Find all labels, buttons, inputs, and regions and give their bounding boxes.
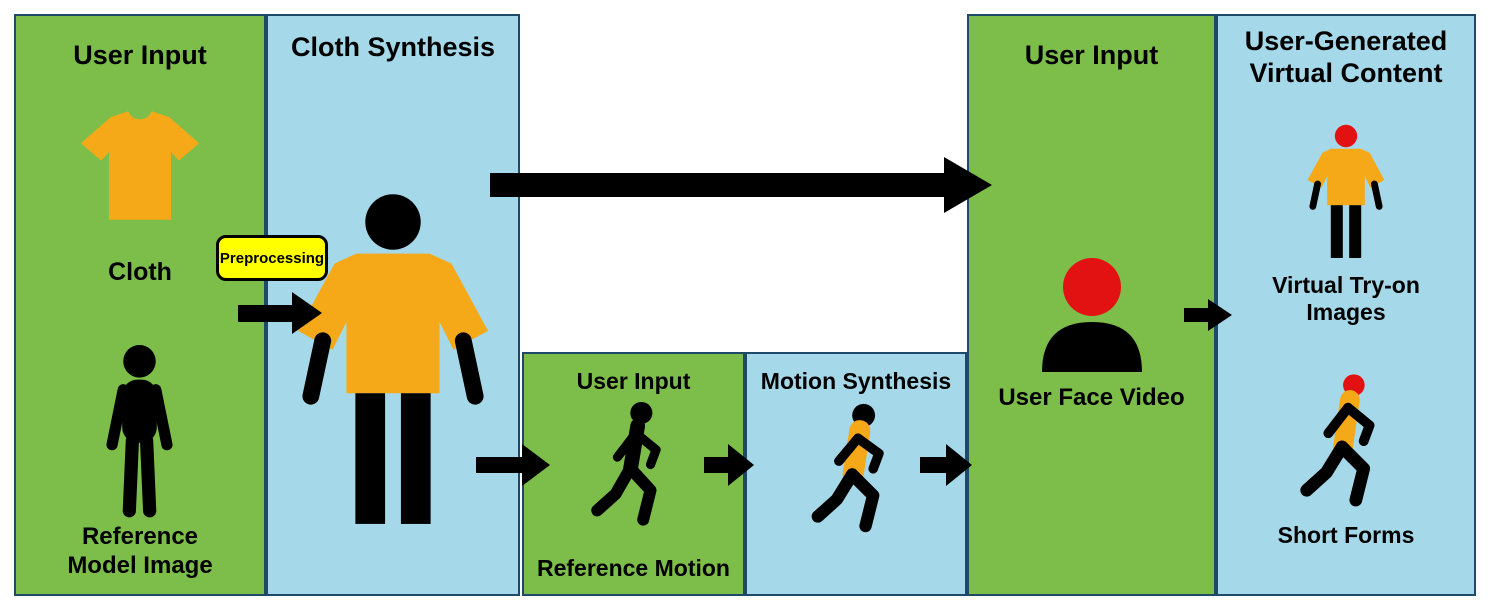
preprocessing-arrow [238, 292, 322, 334]
motion-input-to-motion-synthesis-arrow [704, 444, 754, 486]
panel-user-input-cloth: User Input Cloth Reference Model Image [14, 14, 266, 596]
reference-model-label: Reference Model Image [67, 523, 213, 579]
user-face-icon [1041, 258, 1142, 372]
face-input-to-virtual-content-arrow [1184, 299, 1232, 331]
reference-motion-label: Reference Motion [537, 555, 730, 581]
panel-motion-synthesis: Motion Synthesis [745, 352, 967, 596]
person-cloth-icon [297, 194, 489, 524]
cloth-synthesis-to-motion-input-arrow [476, 444, 550, 486]
tryon-person-icon [1307, 124, 1385, 258]
virtual-tryon-label: Virtual Try-on Images [1272, 272, 1420, 326]
preprocessing-box: Preprocessing [216, 235, 328, 281]
panel-title: User Input [73, 40, 207, 70]
panel-virtual-content: User-Generated Virtual Content Virtual T… [1216, 14, 1476, 596]
short-forms-label: Short Forms [1277, 522, 1415, 548]
panel-title: User-Generated Virtual Content [1244, 26, 1448, 88]
motion-synthesis-to-face-input-arrow [920, 444, 972, 486]
panel-title: Cloth Synthesis [290, 32, 496, 62]
walking-person-icon [590, 401, 661, 526]
preprocessing-label: Preprocessing [219, 249, 325, 267]
panel-title: User Input [1024, 40, 1159, 70]
cloth-synthesis-to-face-input-arrow [490, 157, 992, 213]
walking-person-cloth-icon [811, 403, 884, 533]
panel-title: User Input [576, 368, 691, 394]
cloth-label: Cloth [108, 258, 172, 286]
panel-user-input-face: User Input User Face Video [967, 14, 1216, 596]
panel-user-input-motion: User Input Reference Motion [522, 352, 745, 596]
shortform-person-icon [1300, 374, 1375, 507]
panel-title: Motion Synthesis [760, 368, 952, 394]
person-icon [106, 345, 173, 518]
user-face-video-label: User Face Video [998, 384, 1185, 411]
tshirt-icon [80, 111, 200, 220]
